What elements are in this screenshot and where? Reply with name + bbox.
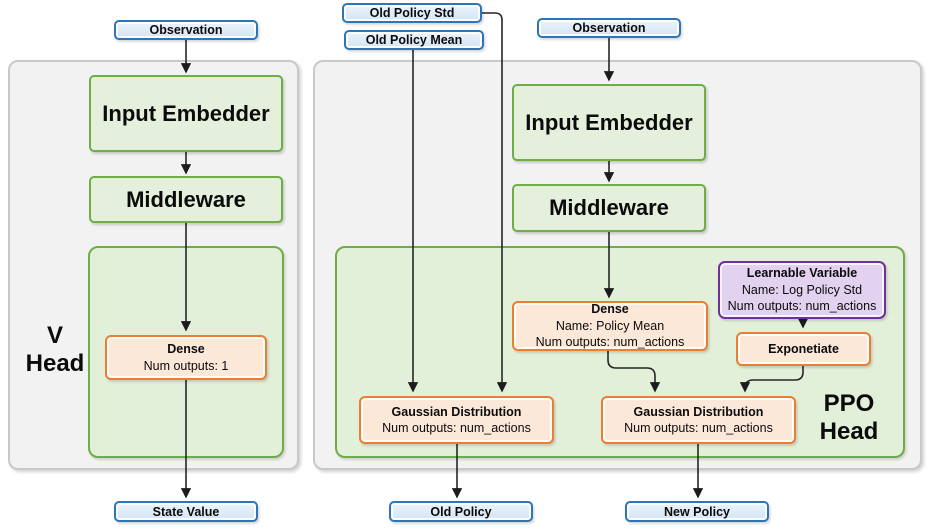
old-policy-mean-label: Old Policy Mean [365, 33, 463, 47]
exponetiate-title: Exponetiate [768, 341, 839, 356]
connector-dense-to-gaussian-new [607, 351, 661, 393]
ppo-head-label-line2: Head [819, 418, 879, 446]
dense-policy-mean-detail2: Num outputs: num_actions [535, 335, 685, 350]
learnable-variable-node: Learnable Variable Name: Log Policy Std … [718, 261, 886, 319]
learnable-variable-detail2: Num outputs: num_actions [727, 299, 877, 314]
learnable-variable-detail1: Name: Log Policy Std [741, 282, 863, 297]
learnable-variable-title: Learnable Variable [746, 266, 858, 281]
old-policy-label: Old Policy [430, 504, 492, 519]
dense-v-detail: Num outputs: 1 [143, 358, 229, 373]
new-policy-label: New Policy [664, 504, 730, 519]
connector-old-policy-std-to-gaussian [482, 12, 508, 393]
observation-left-label: Observation [149, 23, 223, 37]
connector-exponetiate-to-gaussian-new [739, 366, 804, 393]
input-embedder-right-label: Input Embedder [525, 109, 693, 135]
gaussian-distribution-new-node: Gaussian Distribution Num outputs: num_a… [601, 396, 796, 444]
dense-v-title: Dense [167, 342, 205, 356]
middleware-left-label: Middleware [126, 186, 246, 212]
dense-policy-mean-node: Dense Name: Policy Mean Num outputs: num… [512, 301, 708, 351]
ppo-head-label: PPO Head [803, 390, 895, 446]
state-value-label: State Value [152, 504, 220, 519]
old-policy-std-node: Old Policy Std [342, 3, 482, 23]
observation-right-node: Observation [537, 18, 681, 38]
old-policy-std-label: Old Policy Std [369, 6, 455, 20]
gaussian-old-detail: Num outputs: num_actions [382, 421, 531, 435]
gaussian-new-detail: Num outputs: num_actions [624, 421, 773, 435]
v-head-label-line1: V [46, 322, 63, 349]
dense-policy-mean-detail1: Name: Policy Mean [555, 318, 665, 333]
old-policy-node: Old Policy [389, 501, 533, 522]
ppo-head-label-line1: PPO [823, 390, 875, 417]
middleware-right-node: Middleware [512, 184, 706, 232]
new-policy-node: New Policy [625, 501, 769, 522]
input-embedder-right-node: Input Embedder [512, 84, 706, 161]
old-policy-mean-node: Old Policy Mean [344, 30, 484, 50]
v-head-label: V Head [12, 322, 98, 378]
middleware-left-node: Middleware [89, 176, 283, 223]
dense-v-node: Dense Num outputs: 1 [105, 335, 267, 380]
state-value-node: State Value [114, 501, 258, 522]
gaussian-new-title: Gaussian Distribution [633, 404, 764, 419]
input-embedder-left-node: Input Embedder [89, 75, 283, 152]
gaussian-distribution-old-node: Gaussian Distribution Num outputs: num_a… [359, 396, 554, 444]
input-embedder-left-label: Input Embedder [102, 100, 270, 126]
v-head-label-line2: Head [25, 350, 85, 378]
gaussian-old-title: Gaussian Distribution [391, 404, 522, 419]
observation-right-label: Observation [572, 21, 646, 35]
observation-left-node: Observation [114, 20, 258, 40]
dense-policy-mean-title: Dense [591, 302, 629, 317]
exponetiate-node: Exponetiate [736, 332, 871, 366]
middleware-right-label: Middleware [549, 195, 669, 220]
